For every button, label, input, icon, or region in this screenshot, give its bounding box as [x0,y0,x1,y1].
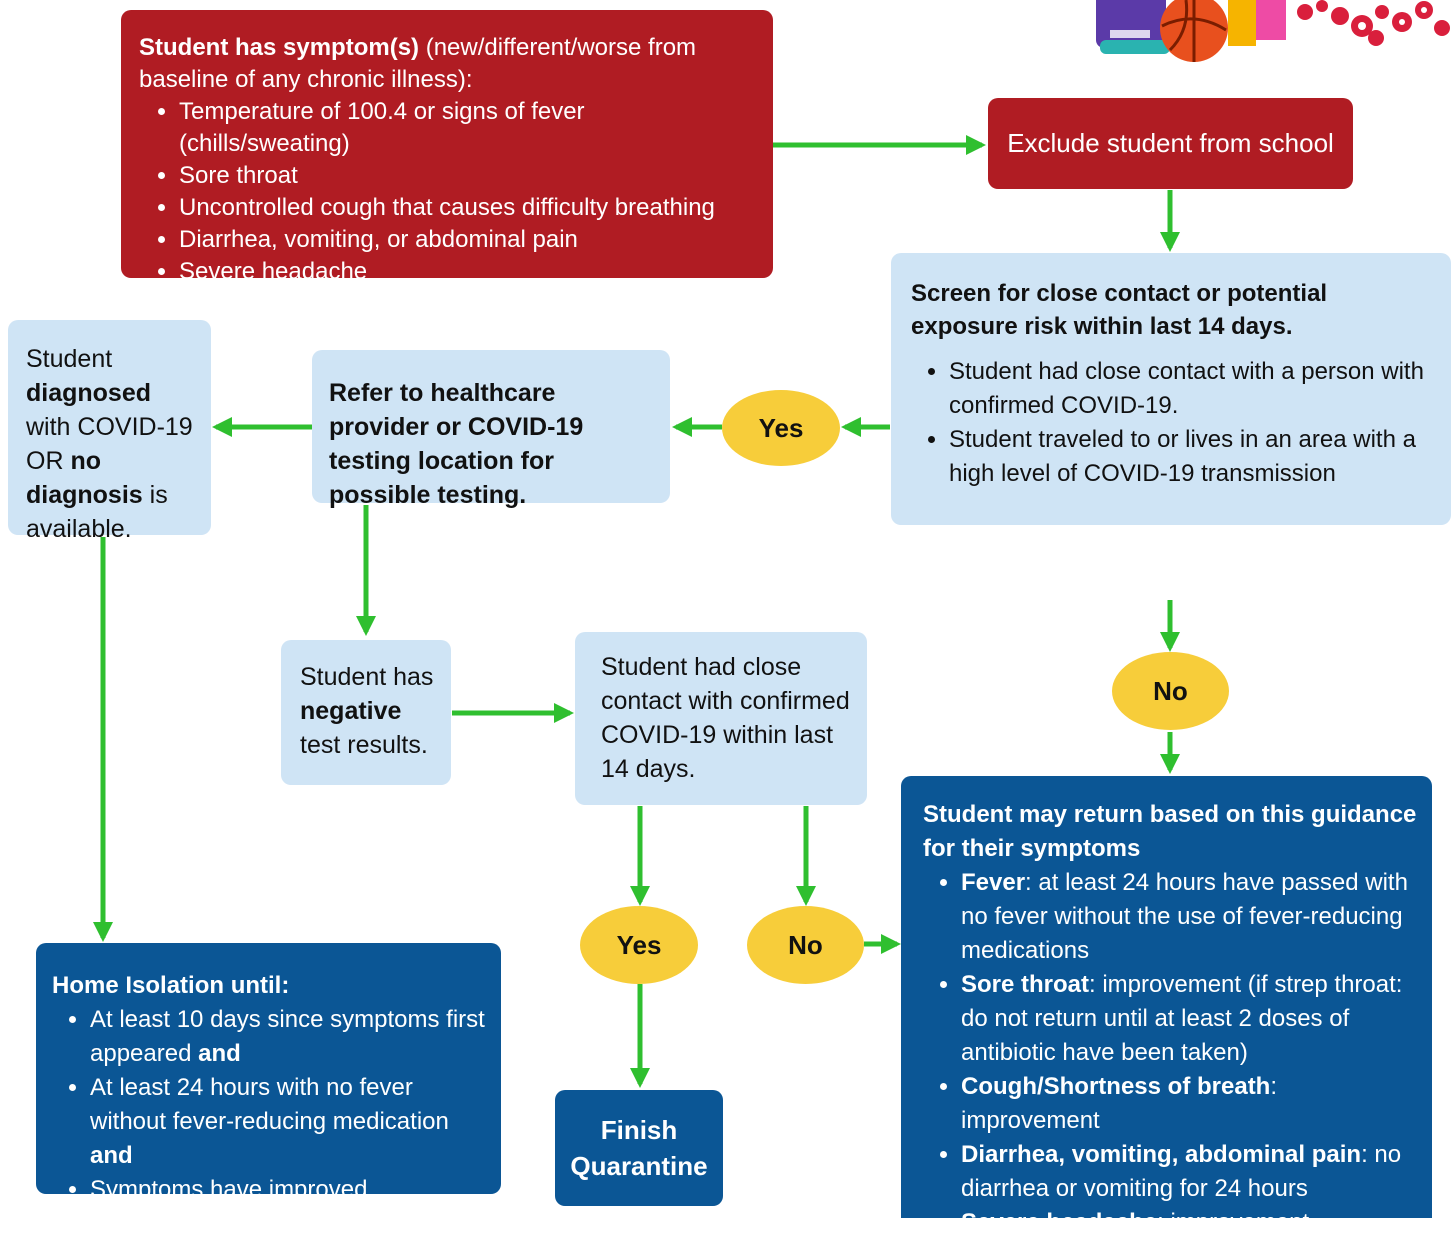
screen-title: Screen for close contact or potential ex… [911,280,1328,340]
list-item: Sore throat [179,160,755,192]
screen-list: Student had close contact with a person … [911,355,1433,491]
exclude-box: Exclude student from school [988,98,1353,189]
finish-quarantine-label: Finish Quarantine [570,1115,708,1181]
home-isolation-title: Home Isolation until: [52,972,290,999]
symptoms-box: Student has symptom(s) (new/different/wo… [121,10,773,285]
close-contact-label: Student had close contact with confirmed… [601,653,850,783]
list-item: Student had close contact with a person … [949,355,1433,423]
return-guidance-list: Fever: at least 24 hours have passed wit… [923,866,1420,1240]
list-item: Cough/Shortness of breath: improvement [961,1070,1420,1138]
list-item: At least 10 days since symptoms first ap… [90,1003,491,1071]
list-item: Severe headache [179,256,755,288]
list-item: Diarrhea, vomiting, or abdominal pain [179,224,755,256]
crayon-icon [1228,0,1256,46]
refer-box: Refer to healthcare provider or COVID-19… [312,350,670,509]
list-item: Diarrhea, vomiting, abdominal pain: no d… [961,1138,1420,1206]
decision-yes-contact: Yes [580,906,698,984]
list-item: Symptoms have improved [90,1173,491,1207]
exclude-label: Exclude student from school [1007,128,1334,158]
list-item: Sore throat: improvement (if strep throa… [961,968,1420,1070]
decision-no-contact: No [747,906,864,984]
diagnosed-box: Student diagnosed with COVID-19 OR no di… [8,320,211,543]
list-item: At least 24 hours with no fever without … [90,1071,491,1173]
refer-label: Refer to healthcare provider or COVID-19… [329,379,584,509]
list-item: Uncontrolled cough that causes difficult… [179,192,755,224]
list-item: Temperature of 100.4 or signs of fever (… [179,96,755,160]
list-item: Student traveled to or lives in an area … [949,423,1433,491]
return-guidance-box: Student may return based on this guidanc… [901,776,1432,1236]
list-item: Fever: at least 24 hours have passed wit… [961,866,1420,968]
home-isolation-list: At least 10 days since symptoms first ap… [52,1003,491,1207]
symptoms-title: Student has symptom(s) (new/different/wo… [139,34,697,93]
home-isolation-box: Home Isolation until: At least 10 days s… [36,943,501,1203]
return-guidance-title: Student may return based on this guidanc… [923,801,1417,862]
school-supplies-illustration [1096,0,1450,62]
decision-yes-screen: Yes [722,390,840,466]
symptoms-list: Temperature of 100.4 or signs of fever (… [139,96,755,288]
screen-box: Screen for close contact or potential ex… [891,253,1451,525]
list-item: Severe headache: improvement [961,1206,1420,1240]
close-contact-box: Student had close contact with confirmed… [575,632,867,805]
decision-no-screen: No [1112,652,1229,730]
negative-test-box: Student has negative test results. [281,640,451,785]
finish-quarantine-box: Finish Quarantine [555,1090,723,1206]
